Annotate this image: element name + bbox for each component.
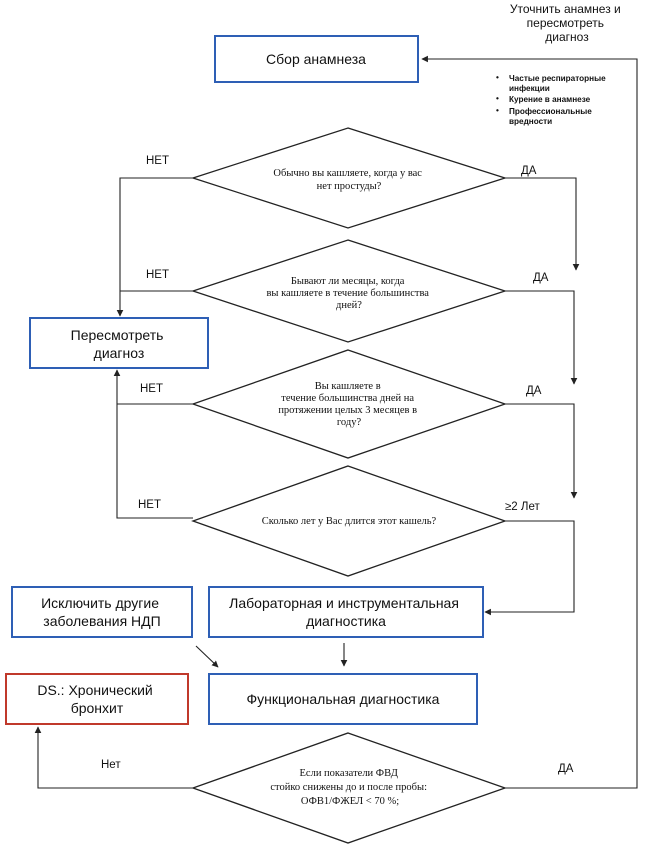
label-years: ≥2 Лет xyxy=(505,501,540,513)
risk-factor: Частые респираторные xyxy=(509,74,606,83)
box-line: Пересмотреть xyxy=(71,327,164,343)
risk-factor: Профессиональные xyxy=(509,107,592,116)
decision-line: течение большинства дней на xyxy=(281,393,414,404)
decision-line: стойко снижены до и после пробы: xyxy=(270,782,427,793)
box-line: диагностика xyxy=(306,613,386,629)
label-yes: ДА xyxy=(521,165,537,177)
risk-factor: инфекции xyxy=(509,84,550,93)
decision-5-text: Если показатели ФВД стойко снижены до и … xyxy=(270,768,429,807)
connector-d5-no xyxy=(34,726,193,789)
label-yes: ДА xyxy=(558,763,574,775)
decision-3-diamond xyxy=(191,349,507,459)
branch-labels: НЕТ ДА НЕТ ДА НЕТ ДА НЕТ ≥2 Лет Нет ДА xyxy=(101,155,574,775)
label-no-lower: Нет xyxy=(101,759,121,771)
label-yes: ДА xyxy=(526,385,542,397)
diagnosis-chronic-bronchitis-label: DS.: Хронический бронхит xyxy=(37,682,156,716)
decision-line: протяжении целых 3 месяцев в xyxy=(278,405,417,416)
decision-4-diamond xyxy=(191,465,507,577)
anamnesis-box xyxy=(214,35,419,83)
decision-line: году? xyxy=(337,417,362,428)
decision-2-diamond xyxy=(190,239,508,343)
connector-d2-yes xyxy=(505,290,578,385)
exclude-diseases-box xyxy=(11,586,193,638)
top-note-line: Уточнить анамнез и xyxy=(510,2,621,16)
connector-d1-no xyxy=(116,177,193,317)
functional-diagnostics-box xyxy=(208,673,478,725)
decision-5-diamond xyxy=(191,732,507,844)
decision-1-diamond xyxy=(190,127,508,229)
label-no: НЕТ xyxy=(146,155,169,167)
top-note: Уточнить анамнез и пересмотреть диагноз xyxy=(510,2,624,44)
top-note-line: пересмотреть xyxy=(527,16,604,30)
label-yes: ДА xyxy=(533,272,549,284)
top-note-line: диагноз xyxy=(545,30,589,44)
box-line: диагноз xyxy=(94,345,145,361)
connector-d4-no xyxy=(113,369,193,519)
risk-factors-list: • Частые респираторные инфекции • Курени… xyxy=(496,73,606,126)
box-line: Лабораторная и инструментальная xyxy=(229,595,459,611)
label-no: НЕТ xyxy=(138,499,161,511)
connector-d3-yes xyxy=(505,403,578,499)
risk-bullet: • xyxy=(496,73,499,82)
decision-line: Вы кашляете в xyxy=(315,381,381,392)
label-no: НЕТ xyxy=(146,269,169,281)
decision-line: ОФВ1/ФЖЕЛ < 70 %; xyxy=(301,796,399,807)
review-diagnosis-label: Пересмотреть диагноз xyxy=(71,327,168,361)
decision-3-text: Вы кашляете в течение большинства дней н… xyxy=(278,381,419,428)
lab-diagnostics-box xyxy=(208,586,484,638)
box-line: DS.: Хронический xyxy=(37,682,152,698)
decision-2-text: Бывают ли месяцы, когда вы кашляете в те… xyxy=(266,276,431,311)
decision-4-text: Сколько лет у Вас длится этот кашель? xyxy=(262,516,437,527)
diagnosis-chronic-bronchitis-box xyxy=(5,673,189,725)
box-line: Исключить другие xyxy=(41,595,159,611)
connector-d5-yes xyxy=(421,55,638,789)
decision-line: Бывают ли месяцы, когда xyxy=(291,276,405,287)
box-line: бронхит xyxy=(71,700,124,716)
risk-factor: вредности xyxy=(509,117,552,126)
connector-exclude-functional xyxy=(195,645,219,668)
connectors xyxy=(34,55,638,789)
decision-line: нет простуды? xyxy=(317,181,382,192)
label-no: НЕТ xyxy=(140,383,163,395)
decision-line: вы кашляете в течение большинства xyxy=(266,288,429,299)
lab-diagnostics-label: Лабораторная и инструментальная диагност… xyxy=(229,595,463,629)
anamnesis-label: Сбор анамнеза xyxy=(266,51,366,67)
connector-d1-yes xyxy=(505,177,580,271)
risk-bullet: • xyxy=(496,106,499,115)
decision-line: Обычно вы кашляете, когда у вас xyxy=(273,168,422,179)
exclude-diseases-label: Исключить другие заболевания НДП xyxy=(41,595,163,629)
connector-d4-years xyxy=(484,520,575,616)
review-diagnosis-box xyxy=(29,317,209,369)
risk-bullet: • xyxy=(496,94,499,103)
decision-line: Если показатели ФВД xyxy=(300,768,398,779)
functional-diagnostics-label: Функциональная диагностика xyxy=(247,691,440,707)
box-line: заболевания НДП xyxy=(43,613,160,629)
decision-line: дней? xyxy=(336,300,362,311)
risk-factor: Курение в анамнезе xyxy=(509,95,591,104)
decision-1-text: Обычно вы кашляете, когда у вас нет прос… xyxy=(273,168,424,192)
